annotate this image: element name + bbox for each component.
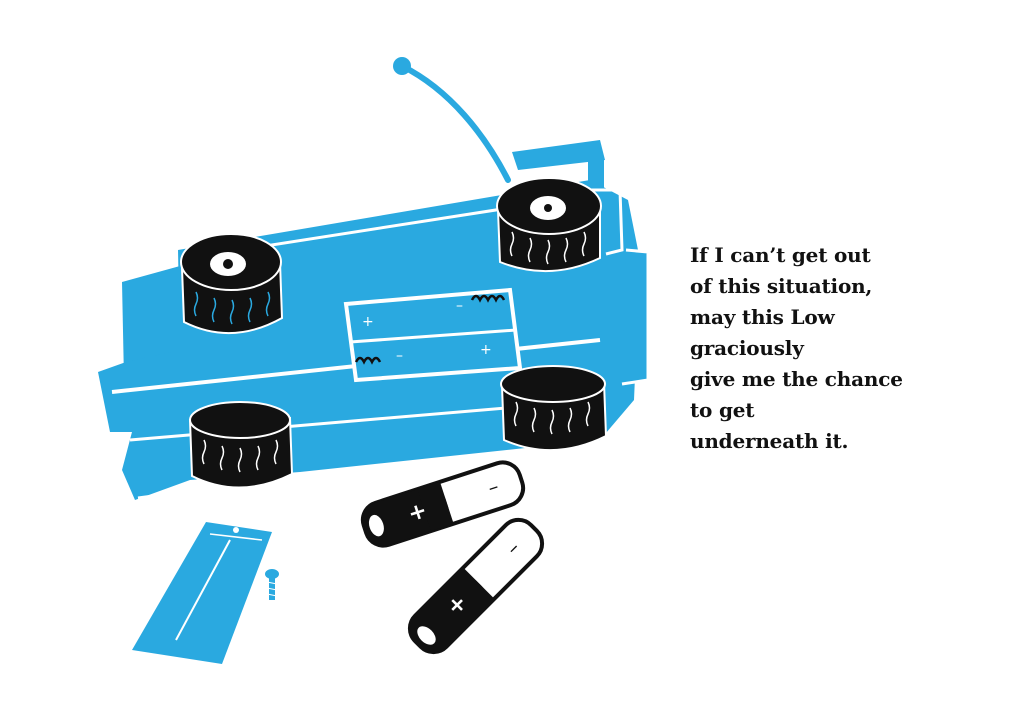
caption-text: If I can’t get out of this situation, ma… (690, 240, 1010, 457)
caption-line: to get (690, 398, 755, 422)
caption-line: underneath it. (690, 429, 849, 453)
battery-icon: + – (360, 460, 526, 548)
caption-line: give me the chance (690, 367, 903, 391)
caption-line: of this situation, (690, 274, 873, 298)
battery-icon: + – (407, 517, 545, 655)
caption-line: If I can’t get out (690, 243, 871, 267)
caption-line: graciously (690, 336, 804, 360)
wheel-rear-top (180, 233, 284, 335)
wheel-rear-bottom (188, 401, 294, 489)
antenna-icon (393, 57, 511, 183)
battery-compartment: + – – + (343, 287, 523, 383)
svg-text:+: + (480, 342, 492, 358)
screw-icon (265, 569, 279, 600)
caption-line: may this Low (690, 305, 835, 329)
wheel-front-top (496, 177, 602, 273)
wheel-front-bottom (500, 365, 608, 452)
svg-text:–: – (396, 348, 403, 364)
battery-cover-icon (132, 522, 272, 664)
svg-text:–: – (456, 298, 463, 314)
svg-text:+: + (362, 314, 374, 330)
